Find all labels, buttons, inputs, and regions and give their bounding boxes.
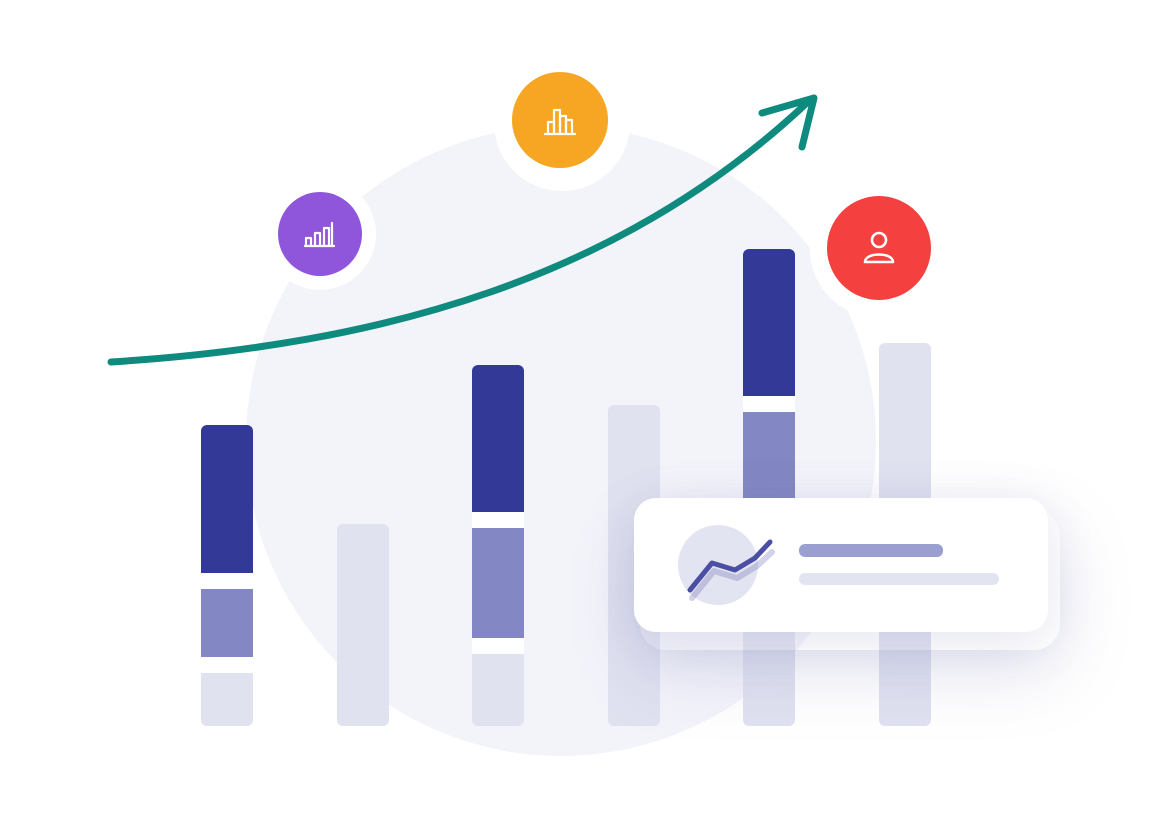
bar-1-gap xyxy=(201,573,253,589)
bar-5-dark-segment xyxy=(743,249,795,396)
bar-3-gap xyxy=(472,512,524,528)
bar-3 xyxy=(472,365,524,726)
trend-line-icon xyxy=(687,539,775,601)
bar-chart-icon xyxy=(303,221,336,248)
bar-1 xyxy=(201,425,253,726)
bar-3-mid-segment xyxy=(472,528,524,638)
bar-5 xyxy=(743,249,795,726)
badge-left xyxy=(278,192,362,276)
trend-line-shadow xyxy=(689,549,775,601)
growth-arrow-head xyxy=(758,94,818,151)
card-title-line xyxy=(799,544,943,557)
bar-2 xyxy=(337,524,389,726)
user-icon xyxy=(863,231,895,264)
bar-1-mid-segment xyxy=(201,589,253,657)
bar-1-gap-2 xyxy=(201,657,253,673)
bar-1-dark-segment xyxy=(201,425,253,573)
bar-1-light-segment xyxy=(201,673,253,726)
bar-3-gap-2 xyxy=(472,638,524,654)
badge-right xyxy=(827,196,931,300)
trend-line xyxy=(687,539,773,593)
info-card xyxy=(634,498,1048,632)
bar-3-dark-segment xyxy=(472,365,524,512)
badge-top xyxy=(512,72,608,168)
building-chart-icon xyxy=(543,108,577,136)
bar-3-light-segment xyxy=(472,654,524,726)
bar-2-light-segment xyxy=(337,524,389,726)
bar-5-gap xyxy=(743,396,795,412)
card-subtitle-line xyxy=(799,573,999,585)
bar-5-mid-segment xyxy=(743,412,795,512)
